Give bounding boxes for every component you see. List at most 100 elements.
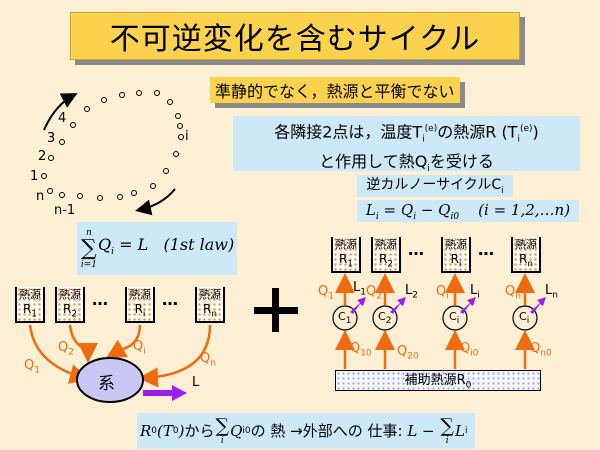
heat-label-q20: Q20 xyxy=(397,344,419,362)
text-label: Q xyxy=(460,341,471,356)
summation: ∑i xyxy=(215,414,230,446)
cycle-direction-arrow-down xyxy=(135,188,176,216)
text-label: 1 xyxy=(328,291,334,302)
text-label: − Q xyxy=(416,201,451,219)
text-label: Q xyxy=(397,344,408,359)
text-label: Q xyxy=(350,341,361,356)
heat-label-q2: Q2 xyxy=(58,340,74,358)
text-label: Q xyxy=(366,284,377,299)
text-label: Q xyxy=(530,341,541,356)
text-label: n xyxy=(552,290,558,301)
text-label: 熱源 xyxy=(59,288,81,301)
text-label: 1 xyxy=(360,287,366,298)
heat-label-qi: Qi xyxy=(133,339,146,357)
summation: ∑i xyxy=(440,416,454,446)
heat-flow-qi xyxy=(105,324,142,359)
text-label: R xyxy=(450,252,459,266)
text-label: L xyxy=(365,201,376,219)
heat-label-qn: Qn xyxy=(505,284,521,302)
t0: (T xyxy=(157,421,173,440)
text-label: R xyxy=(518,252,528,266)
sum-upper: n xyxy=(85,227,92,238)
work-label-l1: L1 xyxy=(353,280,366,298)
rhs: = L (1st law) xyxy=(113,234,235,254)
text-label: Q xyxy=(505,284,516,299)
li-sub: i xyxy=(464,425,468,436)
text-label: Q xyxy=(58,340,69,355)
note-text: ) xyxy=(532,122,539,142)
note-text: を受ける xyxy=(429,151,494,171)
q: Q xyxy=(97,234,112,254)
text-label: i xyxy=(143,346,146,357)
q-sub: i xyxy=(111,247,114,258)
text-label: 熱源 xyxy=(515,238,537,251)
text-label: i0 xyxy=(450,212,460,222)
text-label: L xyxy=(405,283,413,298)
text-label: Q xyxy=(24,358,35,373)
note-heat-exchange: 各隣接2点は，温度Ti(e)の熱源R (Ti(e)) と作用して熱Qiを受ける xyxy=(233,116,580,174)
text-label: n xyxy=(527,259,534,270)
sum-lower: i=1 xyxy=(80,259,97,270)
heat-flow-q2 xyxy=(68,324,98,363)
text-label: L xyxy=(353,280,361,295)
cycle-c2: C2 xyxy=(378,310,391,326)
text-label: R xyxy=(134,302,143,316)
text-heat-to-work: の 熱 →外部への 仕事: xyxy=(250,421,408,440)
heat-flow-q1 xyxy=(28,324,90,384)
note-text: の熱源R (T xyxy=(437,122,518,142)
text-label: 熱源 xyxy=(335,238,357,251)
state-label-n-1: n-1 xyxy=(54,203,76,218)
text-label: i xyxy=(477,290,480,301)
text-label: 1 xyxy=(347,259,354,270)
text-label: Q xyxy=(318,284,329,299)
text-label: i0 xyxy=(470,348,479,359)
heat-label-qi: Qi xyxy=(436,284,449,302)
text-label: n xyxy=(515,291,521,302)
text-label: 2 xyxy=(376,291,382,302)
note-sub: i xyxy=(422,134,425,145)
text-label: = Q xyxy=(378,201,414,219)
cycle-ci: Ci xyxy=(449,310,459,326)
li: L xyxy=(454,421,465,440)
text-label: Q xyxy=(200,351,211,366)
state-label-n: n xyxy=(36,189,45,204)
heat-label-qn0: Qn0 xyxy=(530,341,552,359)
text-label: 2 xyxy=(68,347,74,358)
slide-title: 不可逆変化を含むサイクル xyxy=(70,12,520,60)
text-label: 1 xyxy=(34,365,40,376)
note-text: 各隣接2点は，温度T xyxy=(274,122,423,142)
heat-label-qi0: Qi0 xyxy=(460,341,478,359)
text-label: C xyxy=(519,310,527,323)
text-label: R xyxy=(378,252,388,266)
text-label: L xyxy=(470,283,478,298)
note-text: と作用して熱Q xyxy=(319,151,428,171)
text-label: 0 xyxy=(465,380,472,391)
t0-close: ) xyxy=(178,421,185,440)
sum-symbol: ∑ xyxy=(215,414,230,437)
cycle-state-points xyxy=(41,90,184,201)
text-label: R xyxy=(62,302,72,316)
text-label: 熱源 xyxy=(445,238,467,251)
text-label: R xyxy=(202,302,212,316)
note-not-quasistatic: 準静的でなく，熱源と平衡でない xyxy=(210,77,460,103)
r0-sub: 0 xyxy=(151,425,158,436)
summation: n ∑ i=1 xyxy=(81,228,97,270)
text-label: 20 xyxy=(407,351,419,362)
note-sub: i xyxy=(517,134,520,145)
text-label: C xyxy=(378,310,386,323)
q-sub: i0 xyxy=(242,425,251,436)
text-label: 熱源 xyxy=(199,288,221,301)
text-label: i xyxy=(413,212,417,222)
l: L − xyxy=(407,421,440,440)
state-label-3: 3 xyxy=(47,131,56,146)
text-label: Q xyxy=(436,284,447,299)
work-label-li: Li xyxy=(470,283,480,301)
text-label: 逆カルノーサイクルC xyxy=(366,177,502,193)
t0-sub: 0 xyxy=(172,425,179,436)
text-label: i xyxy=(501,185,504,196)
text-label: i xyxy=(456,316,460,327)
